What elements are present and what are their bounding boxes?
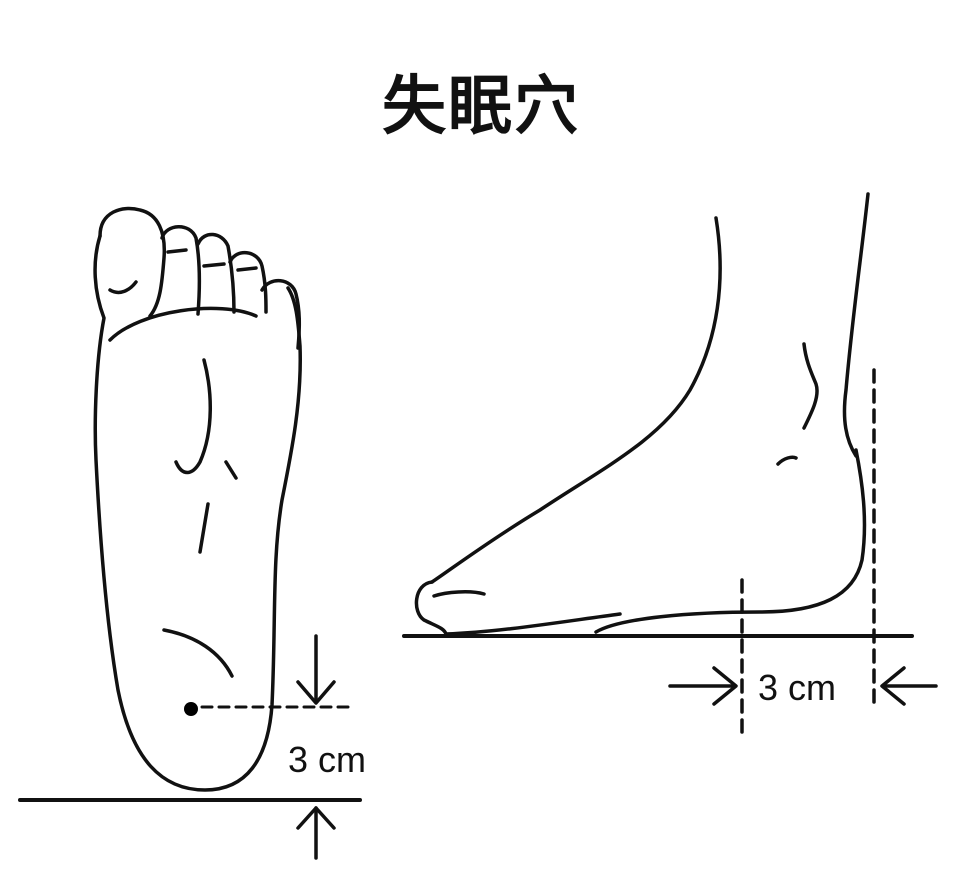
ankle-bone	[802, 342, 819, 430]
leg-back-line	[842, 192, 870, 458]
side-measure-right-arrow	[668, 666, 738, 706]
side-distance-label: 3 cm	[758, 667, 836, 708]
third-toe	[196, 232, 236, 314]
sole-of-foot	[93, 206, 303, 792]
second-toe	[160, 225, 202, 316]
acupoint-marker	[184, 702, 198, 716]
side-sole-line	[594, 448, 867, 634]
big-toe	[98, 206, 167, 318]
sole-measure-down-arrow	[296, 634, 336, 705]
diagram-title: 失眠穴	[382, 70, 580, 144]
little-toe	[260, 279, 302, 350]
sole-measure-up-arrow	[296, 806, 336, 860]
side-measure-left-arrow	[880, 666, 938, 706]
foot-instep-line	[430, 216, 722, 584]
side-view-foot	[414, 192, 870, 636]
side-toes	[414, 580, 448, 636]
fourth-toe	[228, 251, 268, 314]
sole-outline	[93, 234, 303, 792]
sole-distance-label: 3 cm	[288, 739, 366, 780]
